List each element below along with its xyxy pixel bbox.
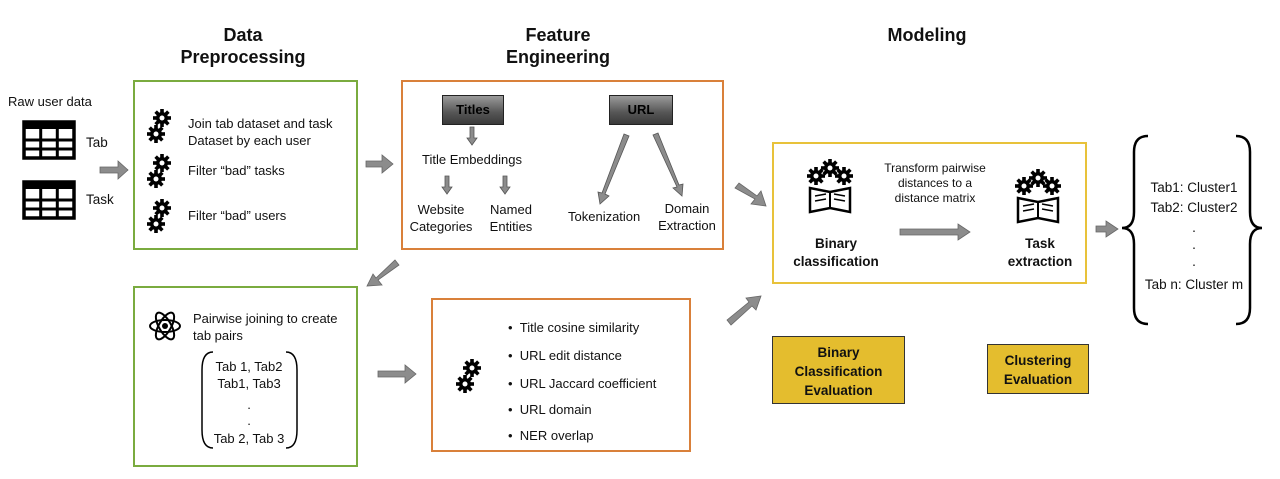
pair-feature-label: URL domain <box>519 402 592 417</box>
binary-classification-evaluation: Binary Classification Evaluation <box>772 336 905 404</box>
pair-feature-item: • URL domain <box>508 402 592 417</box>
pairing-description: Pairwise joining to create tab pairs <box>193 311 338 343</box>
tab-table-icon <box>22 120 76 160</box>
gear-icon <box>147 154 171 188</box>
pair-feature-item: • URL Jaccard coefficient <box>508 376 657 391</box>
output-cluster-2: Tab2: Cluster2 <box>1150 200 1238 215</box>
pair-bracket <box>201 351 298 449</box>
pair-ellipsis-2: . <box>247 413 251 428</box>
tab-label: Tab <box>86 135 108 150</box>
pair-feature-item: • NER overlap <box>508 428 594 443</box>
tokenization-label: Tokenization <box>568 209 641 224</box>
domain-extraction-label: Domain Extraction <box>658 201 716 233</box>
pair-feature-item: • Title cosine similarity <box>508 320 640 335</box>
pair-feature-label: URL edit distance <box>519 348 622 363</box>
arrow-icon <box>1095 220 1119 238</box>
preprocessing-step-filter-users: Filter “bad” users <box>188 208 287 223</box>
task-table-icon <box>22 180 76 220</box>
pair-last: Tab 2, Tab 3 <box>213 431 285 446</box>
arrow-icon <box>441 175 453 195</box>
preprocessing-step-filter-tasks: Filter “bad” tasks <box>188 163 285 178</box>
arrow-icon <box>466 126 478 146</box>
output-brace <box>1121 134 1263 326</box>
pair-feature-label: NER overlap <box>519 428 594 443</box>
arrow-icon <box>726 295 762 326</box>
arrow-icon <box>499 175 511 195</box>
binary-classification-label: Binary classification <box>793 236 879 269</box>
header-modeling: Modeling <box>887 25 967 45</box>
clustering-evaluation: Clustering Evaluation <box>987 344 1089 394</box>
atom-icon <box>149 311 181 341</box>
arrow-icon <box>366 259 400 287</box>
ml-book-icon <box>1015 169 1061 224</box>
pair-features-box <box>431 298 691 452</box>
arrow-icon <box>734 182 767 207</box>
titles-node: Titles <box>442 95 504 125</box>
arrow-icon <box>597 133 630 205</box>
arrow-icon <box>377 364 417 384</box>
pair-feature-item: • URL edit distance <box>508 348 622 363</box>
gear-icon <box>147 109 171 143</box>
named-entities-label: Named Entities <box>489 202 533 234</box>
output-ellipsis-3: . <box>1192 254 1196 269</box>
website-categories-label: Website Categories <box>409 202 473 234</box>
arrow-icon <box>99 160 129 180</box>
task-label: Task <box>86 192 114 207</box>
raw-user-data-label: Raw user data <box>8 94 92 109</box>
output-cluster-last: Tab n: Cluster m <box>1144 277 1244 292</box>
pair-ellipsis-1: . <box>247 397 251 412</box>
arrow-icon <box>365 154 394 174</box>
transform-label: Transform pairwise distances to a distan… <box>884 161 986 205</box>
preprocessing-step-join: Join tab dataset and task Dataset by eac… <box>188 116 333 148</box>
gear-icon <box>456 359 481 393</box>
output-ellipsis-1: . <box>1192 220 1196 235</box>
pair-feature-label: Title cosine similarity <box>519 320 640 335</box>
url-node: URL <box>609 95 673 125</box>
preprocessing-box <box>133 80 358 250</box>
output-cluster-1: Tab1: Cluster1 <box>1150 180 1238 195</box>
gear-icon <box>147 199 171 233</box>
pair-2: Tab1, Tab3 <box>217 376 281 391</box>
ml-book-icon <box>807 159 853 214</box>
output-ellipsis-2: . <box>1192 237 1196 252</box>
pairing-box <box>133 286 358 467</box>
header-data-preprocessing: Data Preprocessing <box>180 25 306 67</box>
pair-1: Tab 1, Tab2 <box>215 359 283 374</box>
title-embeddings-label: Title Embeddings <box>422 152 522 167</box>
arrow-icon <box>652 132 684 197</box>
task-extraction-label: Task extraction <box>1007 236 1073 269</box>
pair-feature-label: URL Jaccard coefficient <box>519 376 657 391</box>
header-feature-engineering: Feature Engineering <box>505 25 610 67</box>
arrow-icon <box>899 223 971 241</box>
